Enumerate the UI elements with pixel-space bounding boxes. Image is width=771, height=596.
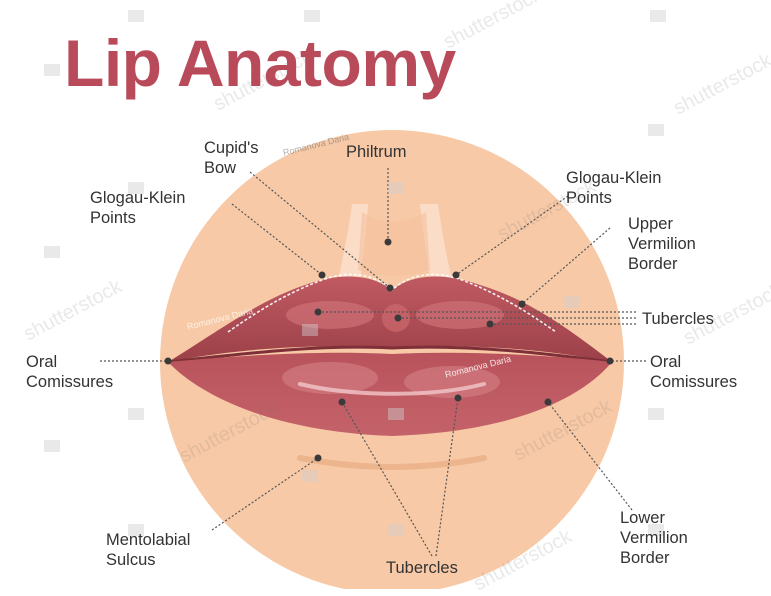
point-tubercle-lower-2 bbox=[455, 395, 462, 402]
point-lower-vermilion bbox=[545, 399, 552, 406]
label-philtrum: Philtrum bbox=[346, 142, 407, 162]
label-oral-comissures-left: Oral Comissures bbox=[26, 352, 113, 392]
upper-lip-highlight bbox=[286, 301, 374, 329]
label-glogau-klein-left: Glogau-Klein Points bbox=[90, 188, 185, 228]
point-oral-left bbox=[165, 358, 172, 365]
label-mentolabial-sulcus: Mentolabial Sulcus bbox=[106, 530, 190, 570]
point-philtrum bbox=[385, 239, 392, 246]
point-tubercle-upper-1 bbox=[315, 309, 322, 316]
point-mentolabial bbox=[315, 455, 322, 462]
label-upper-vermilion-border: Upper Vermilion Border bbox=[628, 214, 696, 274]
label-oral-comissures-right: Oral Comissures bbox=[650, 352, 737, 392]
page-title: Lip Anatomy bbox=[64, 30, 456, 96]
label-lower-vermilion-border: Lower Vermilion Border bbox=[620, 508, 688, 568]
point-oral-right bbox=[607, 358, 614, 365]
point-glogau-left bbox=[319, 272, 326, 279]
label-tubercles-upper: Tubercles bbox=[642, 309, 714, 329]
point-cupids-bow bbox=[387, 285, 394, 292]
point-glogau-right bbox=[453, 272, 460, 279]
label-cupids-bow: Cupid's Bow bbox=[204, 138, 259, 178]
point-tubercle-upper-3 bbox=[487, 321, 494, 328]
label-glogau-klein-right: Glogau-Klein Points bbox=[566, 168, 661, 208]
point-tubercle-lower-1 bbox=[339, 399, 346, 406]
point-upper-vermilion bbox=[519, 301, 526, 308]
point-tubercle-upper-2 bbox=[395, 315, 402, 322]
label-tubercles-lower: Tubercles bbox=[386, 558, 458, 578]
